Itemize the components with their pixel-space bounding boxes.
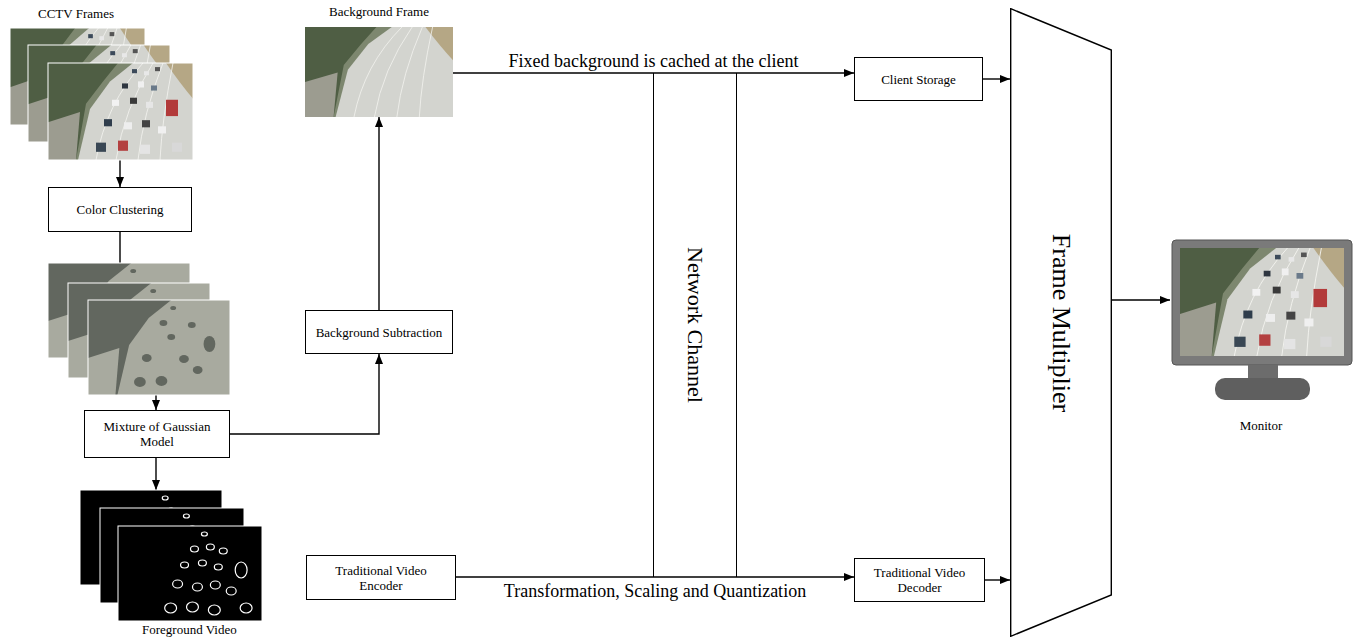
image-caption: Background Frame: [305, 4, 453, 19]
image-stack-node: Foreground Video: [80, 490, 262, 637]
clustered-frame-stack: [48, 263, 230, 395]
arrow-connector: [155, 458, 156, 490]
image-caption: Monitor: [1170, 418, 1352, 433]
process-box: Client Storage: [854, 57, 983, 101]
arrow-connector: [456, 576, 854, 577]
arrow-connector: [1112, 299, 1170, 300]
channel-band: Network Channel: [653, 73, 737, 577]
cctv-frame-stack: [10, 28, 193, 160]
monitor-icon: [1172, 240, 1352, 400]
image-stack-node: CCTV Frames: [10, 6, 193, 160]
process-box: Background Subtraction: [305, 310, 453, 354]
multiplier-trapezoid: Frame Multiplier: [1010, 8, 1112, 637]
image-node: Background Frame: [305, 4, 453, 117]
process-box: Traditional Video Decoder: [854, 558, 985, 602]
box-label: Traditional Video Decoder: [861, 565, 978, 595]
edge-label: Transformation, Scaling and Quantization: [501, 581, 809, 601]
process-box: Color Clustering: [48, 187, 192, 232]
rotated-label: Frame Multiplier: [1046, 233, 1077, 411]
edge-label: Fixed background is cached at the client: [506, 51, 802, 71]
process-box: Mixture of Gaussian Model: [84, 410, 230, 458]
process-box: Traditional Video Encoder: [306, 555, 456, 600]
arrow-connector: [119, 160, 120, 187]
monitor-node: Monitor: [1170, 240, 1352, 433]
image-caption: CCTV Frames: [38, 6, 114, 21]
box-label: Color Clustering: [76, 202, 163, 217]
arrow-connector: [985, 579, 1010, 580]
background-frame-image: [305, 27, 453, 117]
arrow-connector: [378, 117, 379, 310]
rotated-label: Network Channel: [682, 247, 708, 403]
trapezoid-shape: [1011, 9, 1112, 637]
box-label: Mixture of Gaussian Model: [91, 419, 223, 449]
arrow-connector: [230, 354, 379, 434]
image-caption: Foreground Video: [142, 622, 237, 637]
box-label: Client Storage: [881, 72, 956, 87]
box-label: Traditional Video Encoder: [313, 563, 449, 593]
box-label: Background Subtraction: [316, 325, 443, 340]
foreground-frame-stack: [80, 490, 262, 621]
arrow-connector: [983, 78, 1010, 79]
